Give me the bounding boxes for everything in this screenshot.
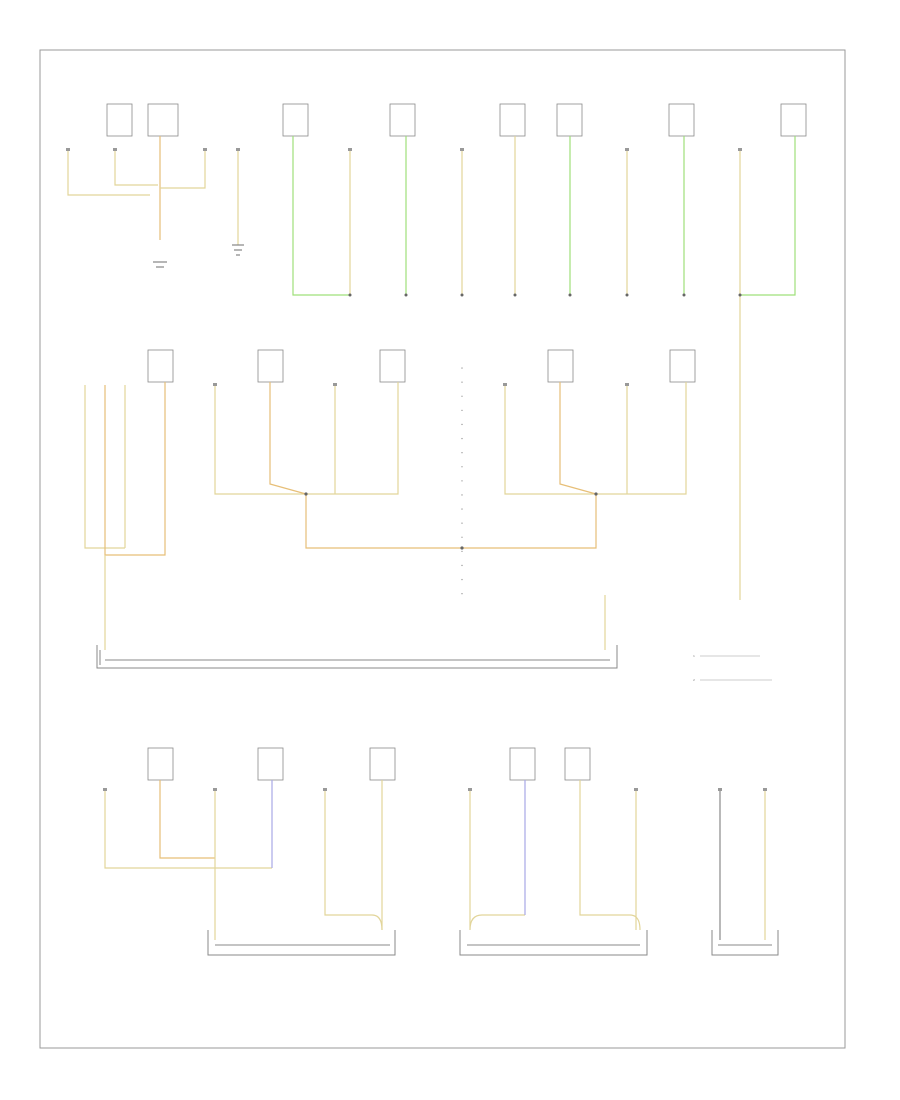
component-box bbox=[379, 349, 406, 383]
component-box bbox=[509, 747, 536, 781]
component-box bbox=[106, 103, 133, 137]
ground-bus-bottom bbox=[207, 930, 779, 956]
component-box bbox=[282, 103, 309, 137]
component-box bbox=[257, 349, 284, 383]
component-box bbox=[257, 747, 284, 781]
component-box bbox=[669, 349, 696, 383]
top-row-circuits bbox=[67, 103, 807, 600]
svg-text:2: 2 bbox=[693, 678, 695, 682]
connector-marks bbox=[66, 148, 767, 791]
component-box bbox=[780, 103, 807, 137]
svg-text:1: 1 bbox=[693, 654, 695, 658]
bottom-row-circuits bbox=[104, 747, 766, 940]
component-box bbox=[147, 103, 179, 137]
component-box bbox=[389, 103, 416, 137]
middle-row-circuits bbox=[84, 349, 696, 650]
component-box bbox=[564, 747, 591, 781]
diagram-border bbox=[39, 49, 846, 1049]
component-box bbox=[499, 103, 526, 137]
component-box bbox=[147, 349, 174, 383]
ground-bus-middle bbox=[96, 645, 618, 669]
component-box bbox=[369, 747, 396, 781]
component-box bbox=[668, 103, 695, 137]
legend: 1 2 bbox=[693, 654, 772, 682]
component-box bbox=[547, 349, 574, 383]
component-box bbox=[556, 103, 583, 137]
component-box bbox=[147, 747, 174, 781]
